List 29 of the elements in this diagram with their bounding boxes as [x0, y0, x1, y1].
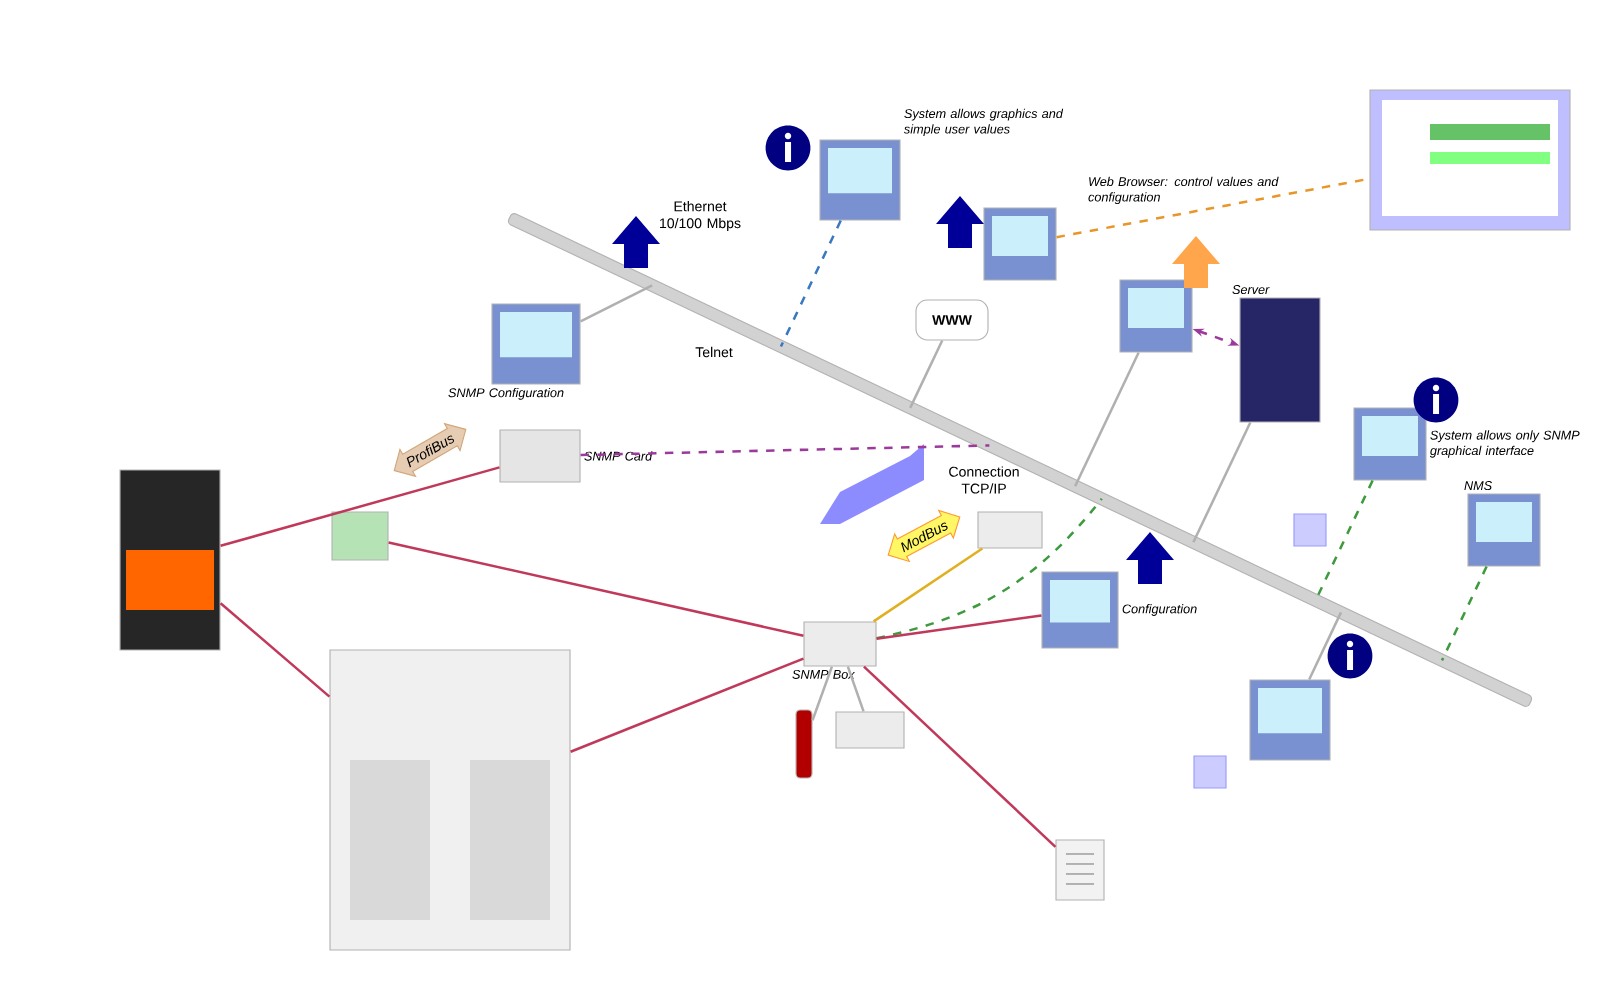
connector-line	[1440, 566, 1488, 661]
connector-line	[570, 657, 804, 753]
connector-line	[1308, 611, 1343, 680]
document	[1055, 839, 1105, 901]
relay-board	[331, 511, 389, 561]
connector-line	[580, 444, 990, 457]
connector-line	[220, 466, 500, 547]
connector-line	[863, 665, 1057, 848]
connector-line	[876, 614, 1042, 641]
connector-line	[580, 284, 653, 323]
connector-line	[779, 220, 842, 347]
connector-line	[846, 666, 865, 712]
connector-line	[872, 547, 984, 623]
thermometer	[795, 709, 813, 779]
connector-line	[909, 340, 944, 409]
device-box	[977, 511, 1043, 549]
connector-line	[388, 541, 804, 637]
monitor	[1369, 89, 1571, 231]
connector-line	[1192, 422, 1252, 543]
computer	[1119, 279, 1193, 353]
connector-line	[876, 498, 1103, 640]
device-box	[835, 711, 905, 749]
computer	[1249, 679, 1331, 761]
server-tower	[119, 469, 221, 651]
connector-line	[1074, 352, 1140, 487]
connector-line	[811, 666, 834, 721]
connector-line	[1314, 480, 1374, 601]
connector-line	[219, 602, 331, 698]
ups-cabinet	[329, 649, 571, 951]
